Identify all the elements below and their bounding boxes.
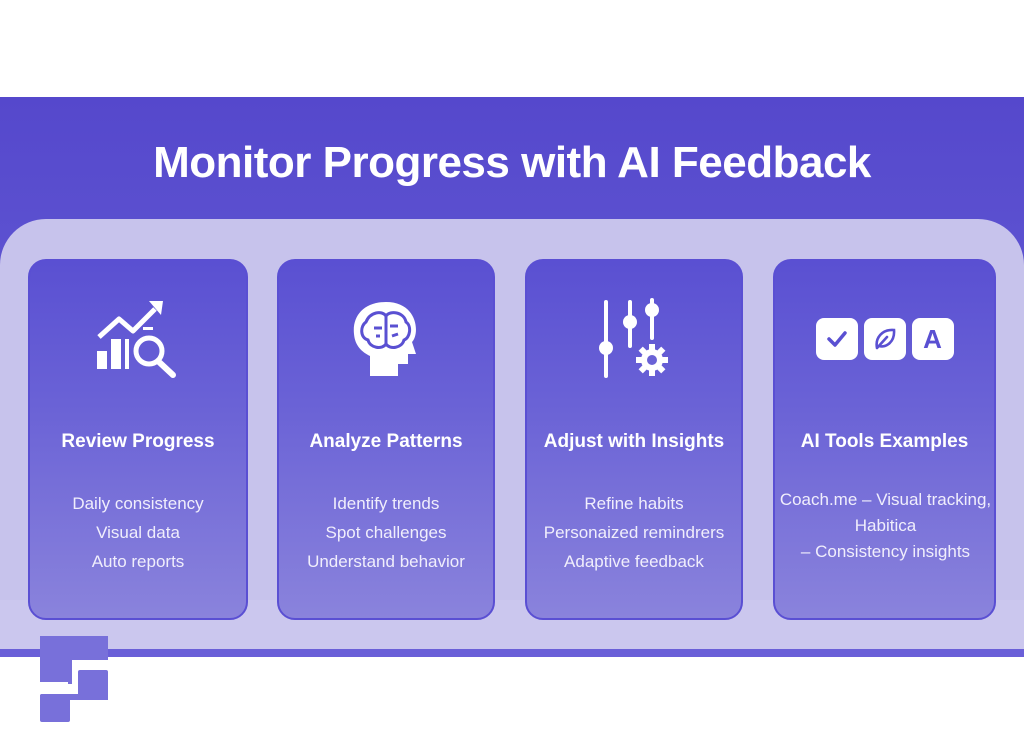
card-line: Coach.me – Visual tracking, xyxy=(779,490,992,509)
card-title: Review Progress xyxy=(61,431,215,452)
card-adjust-insights: Adjust with Insights Refine habits Perso… xyxy=(525,259,743,620)
card-review-progress: Review Progress Daily consistency Visual… xyxy=(28,259,248,620)
card-line: Refine habits xyxy=(584,494,684,513)
sliders-gear-icon xyxy=(527,298,741,379)
brand-logo xyxy=(40,636,110,729)
card-line: Understand behavior xyxy=(307,552,465,571)
card-title: AI Tools Examples xyxy=(800,431,969,452)
leaf-icon xyxy=(863,318,906,360)
card-line: Visual data xyxy=(96,523,180,542)
card-line: Auto reports xyxy=(91,552,185,571)
card-lines: Daily consistency Visual data Auto repor… xyxy=(24,489,252,576)
card-line: Habitica xyxy=(854,516,917,535)
check-icon xyxy=(815,318,858,360)
card-lines: Refine habits Personaized remindrers Ada… xyxy=(521,489,747,576)
card-title: Adjust with Insights xyxy=(543,431,725,452)
card-line: Personaized remindrers xyxy=(543,523,725,542)
card-line: Daily consistency xyxy=(72,494,204,513)
brain-icon xyxy=(279,299,493,379)
card-line: Identify trends xyxy=(332,494,440,513)
card-line: Adaptive feedback xyxy=(564,552,704,571)
card-ai-tools: A AI Tools Examples Coach.me – Visual tr… xyxy=(773,259,996,620)
card-line: Spot challenges xyxy=(325,523,447,542)
chart-magnifier-icon xyxy=(30,299,246,379)
card-lines: Coach.me – Visual tracking, Habitica – C… xyxy=(763,487,1008,565)
card-title: Analyze Patterns xyxy=(309,431,463,452)
app-icons: A xyxy=(775,299,994,379)
card-lines: Identify trends Spot challenges Understa… xyxy=(273,489,499,576)
card-line: – Consistency insights xyxy=(800,542,971,561)
letter-a-icon: A xyxy=(911,318,954,360)
slide-title: Monitor Progress with AI Feedback xyxy=(153,138,871,187)
card-analyze-patterns: Analyze Patterns Identify trends Spot ch… xyxy=(277,259,495,620)
